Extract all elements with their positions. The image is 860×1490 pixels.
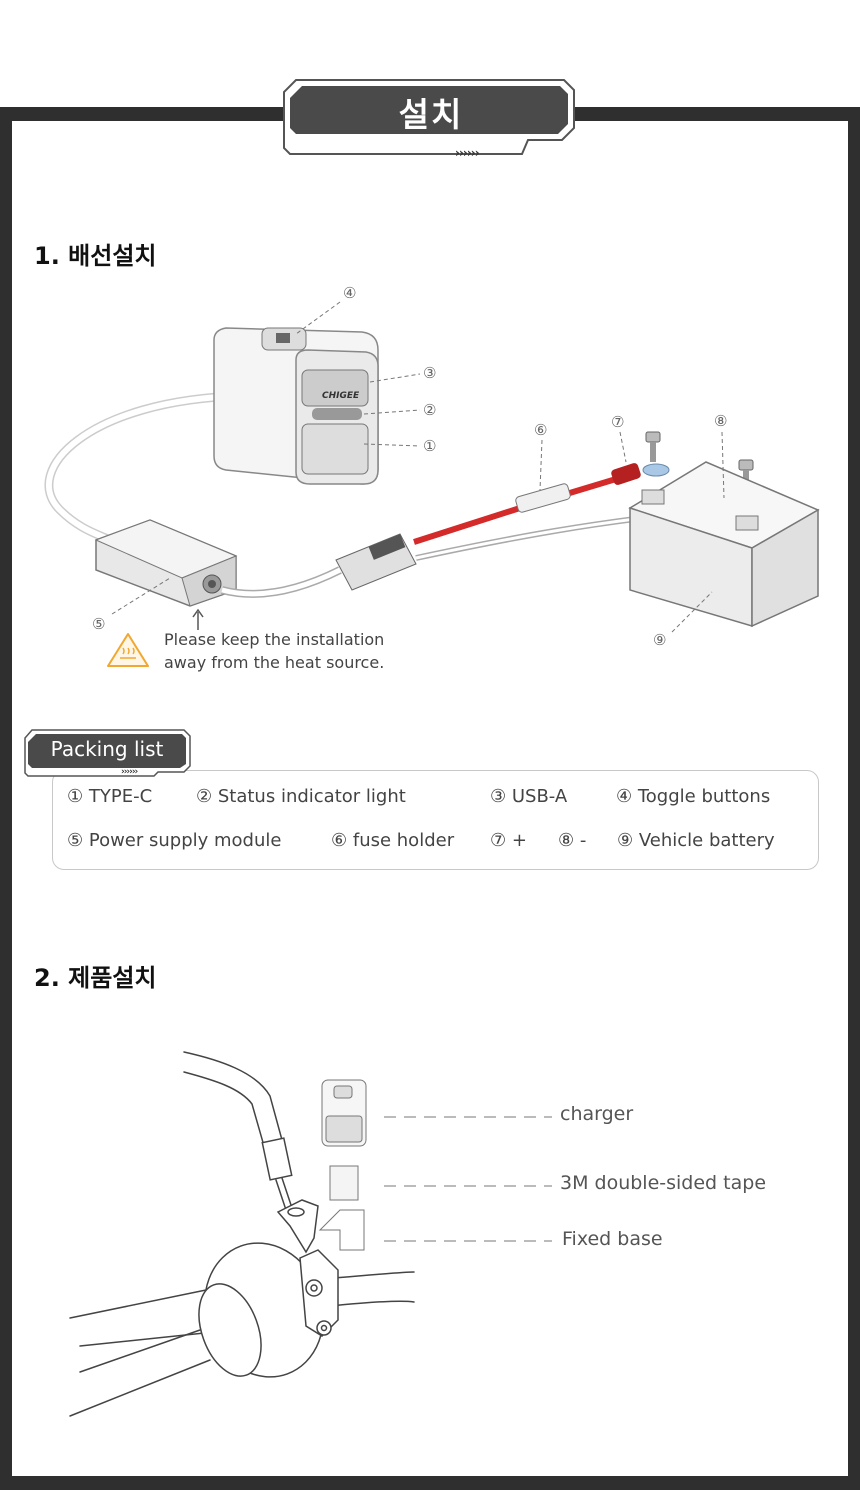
section-title-wiring: 1. 배선설치 [34,242,157,270]
page-content-area [12,121,848,1476]
packing-item-status-light: ② Status indicator light [196,786,406,807]
callout-7: ⑦ [611,413,625,431]
header-chevrons: ›››››› [455,146,480,160]
callout-4: ④ [343,284,357,302]
packing-list-tag-shape [24,729,191,777]
label-fixed-base: Fixed base [562,1228,663,1250]
packing-item-fuse-holder: ⑥ fuse holder [331,830,455,851]
callout-6: ⑥ [534,421,548,439]
packing-item-usb-a: ③ USB-A [490,786,568,807]
packing-item-vehicle-battery: ⑨ Vehicle battery [617,830,775,851]
heat-warning-line-2: away from the heat source. [164,653,385,672]
heat-warning-line-1: Please keep the installation [164,630,385,649]
callout-8: ⑧ [714,412,728,430]
heat-warning-text: Please keep the installation away from t… [164,628,384,674]
packing-list-box [52,770,819,870]
packing-item-negative: ⑧ - [558,830,587,851]
packing-list-title: Packing list [50,737,164,761]
callout-1: ① [423,437,437,455]
packing-list-chevrons: ›››››› [121,767,138,777]
callout-5: ⑤ [92,615,106,633]
callout-9: ⑨ [653,631,667,649]
callout-2: ② [423,401,437,419]
page-title: 설치 [398,95,464,134]
label-charger: charger [560,1103,634,1125]
section-title-product: 2. 제품설치 [34,964,157,992]
page-frame [0,107,860,1490]
packing-item-positive: ⑦ + [490,830,527,851]
label-double-sided-tape: 3M double-sided tape [560,1172,767,1194]
header-tag-shape [283,79,575,155]
packing-item-power-module: ⑤ Power supply module [67,830,282,851]
callout-3: ③ [423,364,437,382]
packing-item-type-c: ① TYPE-C [67,786,153,807]
packing-item-toggle-buttons: ④ Toggle buttons [616,786,771,807]
